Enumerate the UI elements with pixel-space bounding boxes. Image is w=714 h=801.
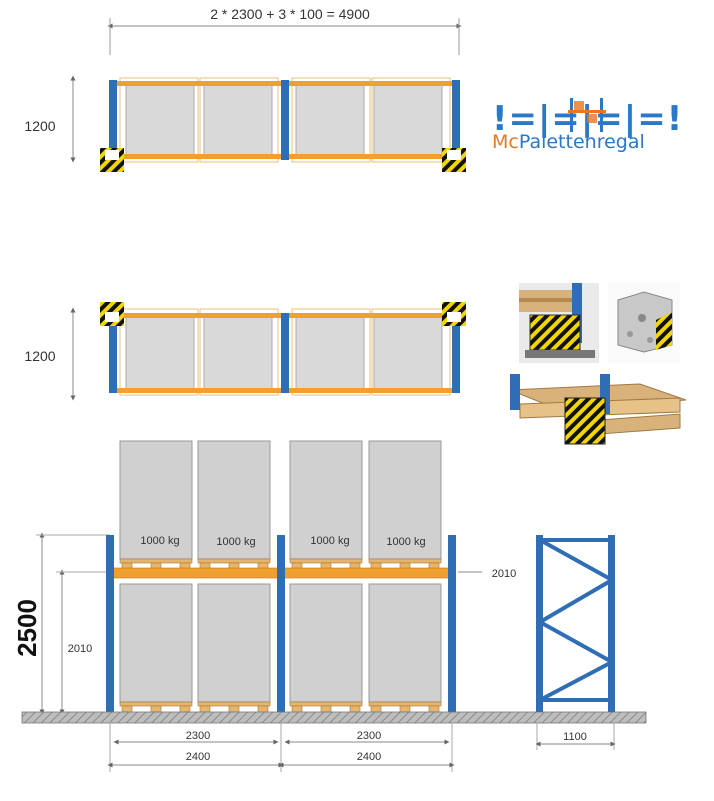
bay-inner-width: 2300 bbox=[186, 730, 210, 742]
upright-top-left bbox=[109, 80, 117, 160]
side-frame bbox=[536, 535, 615, 712]
protector-photo-1 bbox=[519, 283, 599, 363]
depth-label-second: 1200 bbox=[24, 348, 55, 364]
front-view: 2500 2010 1000 kg 1000 kg 1000 kg 1000 k… bbox=[12, 440, 647, 772]
bay-outer-width: 2400 bbox=[357, 751, 381, 763]
top-view: 2 * 2300 + 3 * 100 = 4900 1200 bbox=[24, 6, 466, 172]
upright-top-right bbox=[452, 80, 460, 160]
upright-front-right bbox=[448, 535, 456, 712]
protector-photo-3 bbox=[505, 374, 687, 445]
floor bbox=[21, 711, 647, 724]
top-view-front-protectors: 1200 bbox=[24, 302, 466, 401]
beam-height-left: 2010 bbox=[68, 643, 92, 655]
protector-photo-2 bbox=[608, 283, 680, 363]
upright-front-mid bbox=[277, 535, 285, 712]
load-label: 1000 kg bbox=[216, 536, 255, 548]
load-label: 1000 kg bbox=[140, 535, 179, 547]
brand-name: McPalettenregal bbox=[492, 131, 645, 153]
bay-inner-width: 2300 bbox=[357, 730, 381, 742]
depth-label-top: 1200 bbox=[24, 118, 55, 134]
upright-front-left bbox=[106, 535, 114, 712]
brand-logo: !=|=|=|=! McPalettenregal bbox=[492, 98, 682, 153]
load-label: 1000 kg bbox=[386, 536, 425, 548]
total-width-formula: 2 * 2300 + 3 * 100 = 4900 bbox=[210, 6, 370, 22]
bay-outer-width: 2400 bbox=[186, 751, 210, 763]
beam-height-right: 2010 bbox=[492, 568, 516, 580]
total-height-label: 2500 bbox=[12, 599, 42, 657]
upright-top-mid bbox=[281, 80, 289, 160]
logo-rack-icon bbox=[568, 98, 606, 132]
frame-depth: 1100 bbox=[563, 731, 587, 743]
load-label: 1000 kg bbox=[310, 535, 349, 547]
